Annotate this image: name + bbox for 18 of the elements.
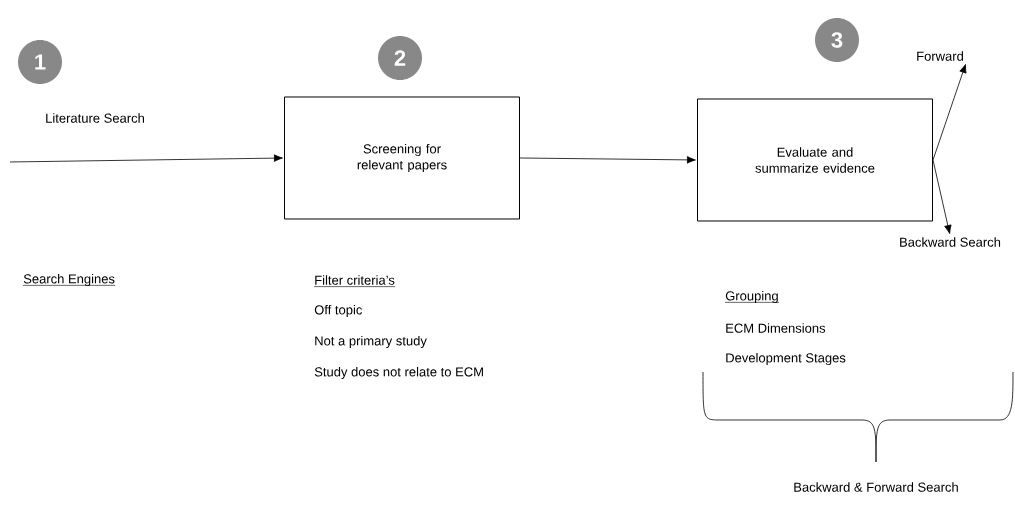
arrow xyxy=(932,159,952,234)
edge-label: Literature Search xyxy=(44,112,146,124)
arrow xyxy=(9,154,283,163)
process-box: Screening for relevant papers xyxy=(284,96,520,220)
direction-text: Forward xyxy=(917,51,963,61)
heading: Search Engines xyxy=(22,273,116,287)
heading: Filter criteria’s xyxy=(313,275,396,287)
heading: Grouping xyxy=(724,290,780,304)
arrow xyxy=(932,64,967,161)
direction-text: Backward Search xyxy=(900,237,1001,247)
list-item: Study does not relate to ECM xyxy=(314,366,483,380)
list-item: ECM Dimensions xyxy=(726,323,826,333)
list-item: Not a primary study xyxy=(315,335,427,349)
list-item: Off topic xyxy=(314,304,363,318)
note: Backward & Forward Search xyxy=(794,482,958,492)
arrow xyxy=(519,156,696,164)
process-box: Evaluate and summarize evidence xyxy=(697,98,933,222)
list-item: Development Stages xyxy=(726,352,846,366)
